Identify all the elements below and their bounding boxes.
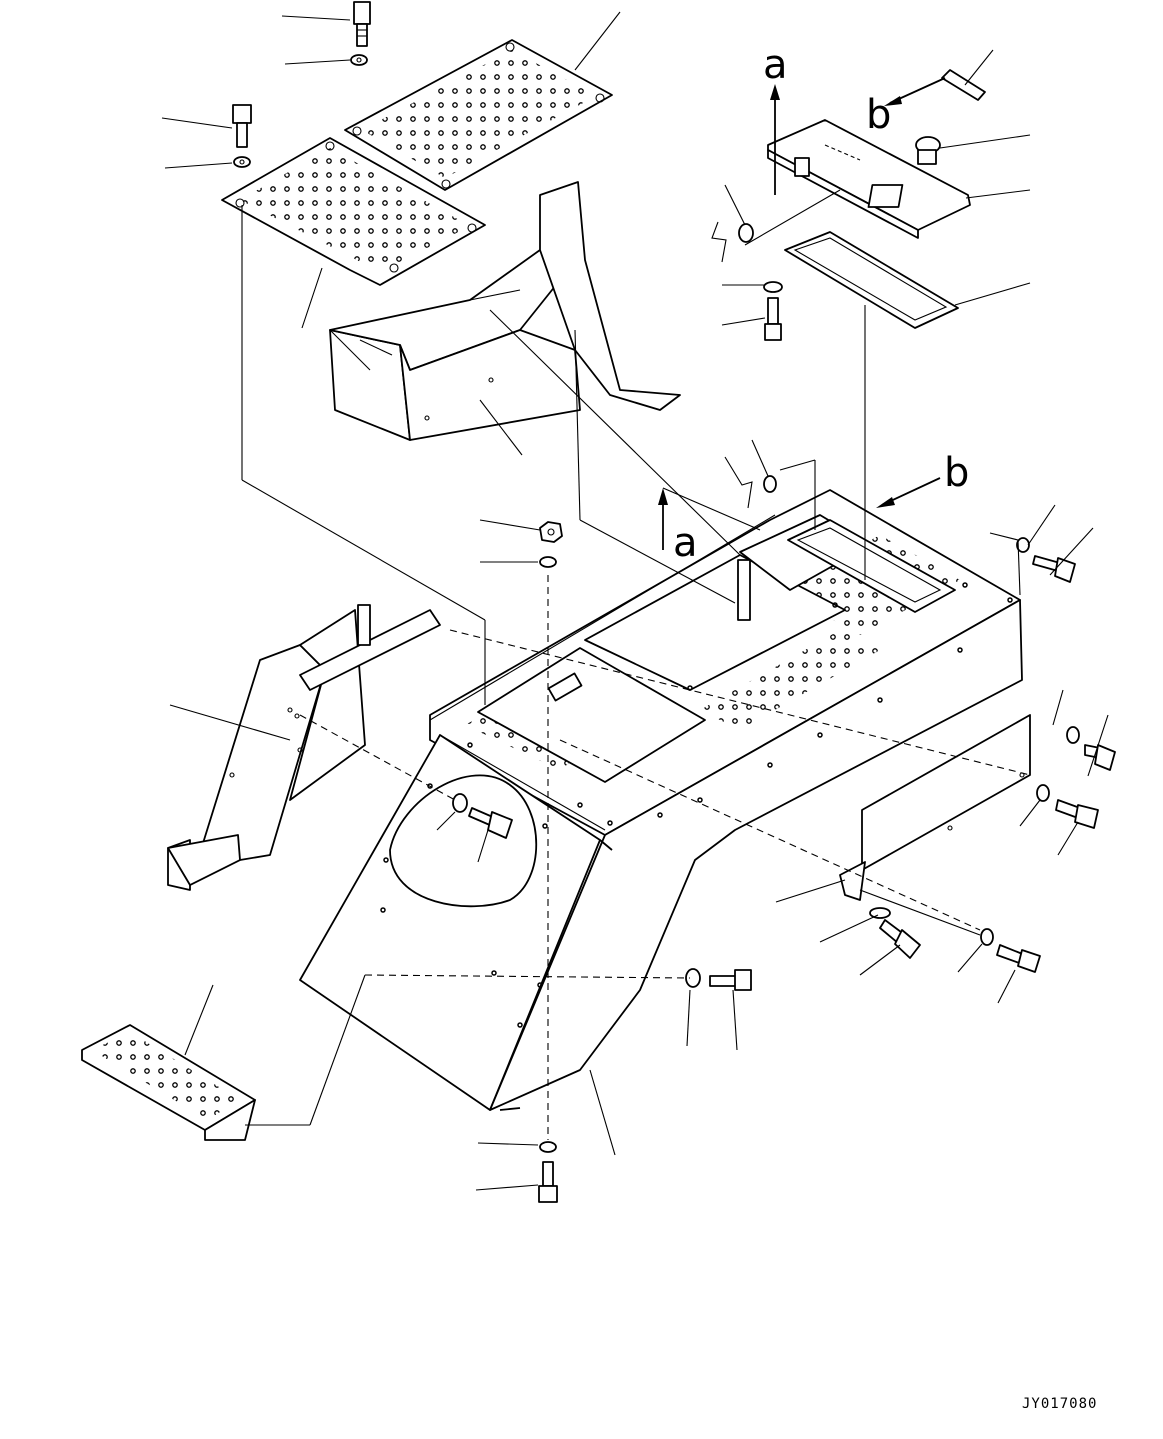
upper-floor-plate (344, 39, 613, 191)
view-arrow-a-top: a (763, 42, 788, 195)
washer-top-left-1 (350, 54, 368, 66)
bolt-right-3 (1055, 799, 1099, 829)
washer-front-right (685, 968, 701, 988)
main-console-body (299, 489, 1023, 1111)
view-label-b-mid: b (944, 450, 969, 496)
bolt-front-right (709, 969, 752, 991)
wire-clip-middle (724, 456, 753, 509)
step-plate (81, 1024, 256, 1141)
bolt-top-left-1 (353, 1, 371, 47)
hatch-latch (915, 136, 941, 165)
bolt-lower-right (996, 944, 1041, 973)
nut-middle (539, 521, 563, 543)
washer-top-left-2 (233, 156, 251, 168)
washer-side (869, 907, 891, 919)
hatch-gasket (784, 231, 959, 329)
bolt-top-right (764, 297, 782, 341)
bolt-right-1 (1032, 555, 1076, 583)
hatch-cover (767, 119, 971, 239)
left-side-bracket (167, 604, 441, 891)
washer-top-right (738, 223, 754, 243)
washer-top-right-2 (763, 281, 783, 293)
bolt-bottom (538, 1161, 558, 1203)
bolt-side (879, 919, 921, 959)
washer-right-3 (1036, 784, 1050, 802)
view-arrow-a-mid: a (658, 488, 698, 566)
washer-clip-middle (763, 475, 777, 493)
washer-bottom (539, 1141, 557, 1153)
washer-right-2 (1066, 726, 1080, 744)
cover-duct (329, 181, 681, 441)
drawing-code: JY017080 (1022, 1396, 1097, 1412)
leader-lines (161, 11, 1109, 1191)
view-label-a-mid: a (673, 520, 698, 566)
view-label-b-top: b (866, 92, 891, 138)
washer-right-1 (1016, 537, 1030, 553)
view-arrow-b-mid: b (876, 450, 969, 508)
right-side-panel (839, 714, 1031, 901)
washer-oval-cover (452, 793, 468, 813)
view-arrow-b-top: b (866, 77, 946, 138)
bolt-top-left-2 (232, 104, 252, 148)
hatch-hinge-pin (941, 69, 986, 101)
view-label-a-top: a (763, 42, 788, 88)
bolt-oval-cover (468, 807, 513, 839)
assembly-lines (241, 189, 1031, 1140)
wire-clip-top (711, 221, 727, 263)
bolt-right-2 (1084, 744, 1116, 771)
lower-floor-plate (221, 137, 486, 286)
washer-middle (539, 556, 557, 568)
washer-lower-right (980, 928, 994, 946)
